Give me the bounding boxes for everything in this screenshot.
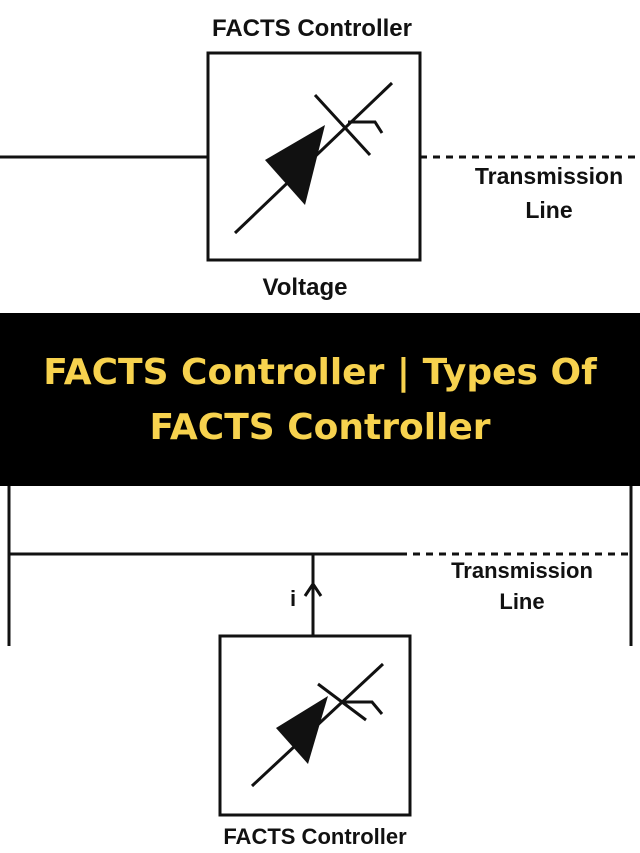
thyristor-icon [233, 81, 394, 235]
current-label: i [290, 586, 296, 611]
banner-title: FACTS Controller | Types Of FACTS Contro… [43, 351, 597, 448]
series-facts-diagram: FACTS Controller Transmission Line Volta… [0, 0, 640, 313]
thyristor-icon [250, 662, 385, 788]
line-label-line: Line [499, 589, 544, 614]
line-label-line: Line [525, 197, 572, 223]
line-label-transmission: Transmission [451, 558, 593, 583]
voltage-label: Voltage [263, 274, 348, 301]
series-controller-title: FACTS Controller [212, 15, 412, 42]
current-arrow-icon [303, 581, 323, 616]
series-facts-svg: FACTS Controller Transmission Line Volta… [0, 15, 640, 301]
line-label-transmission: Transmission [475, 163, 623, 189]
title-banner: FACTS Controller | Types Of FACTS Contro… [0, 313, 640, 486]
shunt-facts-svg: i Transmission Line FACTS Controller [7, 486, 633, 849]
shunt-facts-diagram: i Transmission Line FACTS Controller [0, 486, 640, 853]
shunt-controller-caption: FACTS Controller [223, 824, 407, 849]
